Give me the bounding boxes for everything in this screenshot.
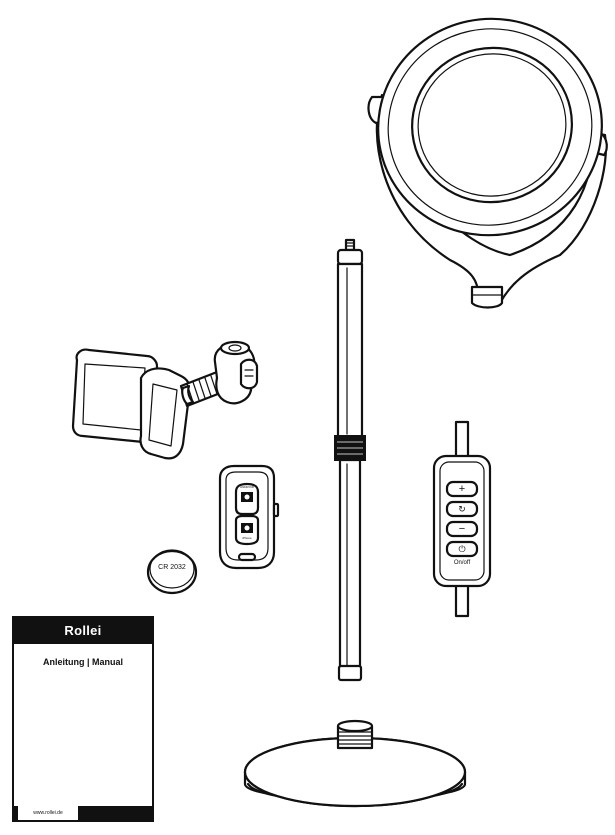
controller-onoff-label: On/off xyxy=(453,560,471,566)
controller-plus-button: + xyxy=(458,483,466,495)
manual-url: www.rollei.de xyxy=(18,806,78,820)
remote-bottom-label: iPhone xyxy=(242,536,252,540)
remote-top-label: ANDROID xyxy=(240,485,254,489)
manual-booklet: Rollei Anleitung | Manual www.rollei.de xyxy=(12,616,154,822)
round-base-icon xyxy=(240,712,470,812)
telescopic-pole-icon xyxy=(325,238,375,688)
coin-battery-icon xyxy=(144,544,200,596)
ring-light-icon xyxy=(360,15,615,315)
coin-battery-label: CR 2032 xyxy=(158,564,186,571)
phone-holder-icon xyxy=(65,336,275,466)
manual-footer-bar: www.rollei.de xyxy=(14,806,152,820)
manual-title: Anleitung | Manual xyxy=(42,657,123,667)
inline-controller-icon xyxy=(430,420,496,620)
manual-brand-logo: Rollei xyxy=(14,618,152,644)
bluetooth-remote-icon: ANDROID iPhone xyxy=(212,462,282,574)
controller-cycle-button: ↻ xyxy=(458,504,466,514)
controller-power-button: ⏻ xyxy=(458,544,466,554)
controller-minus-button: − xyxy=(458,523,466,535)
